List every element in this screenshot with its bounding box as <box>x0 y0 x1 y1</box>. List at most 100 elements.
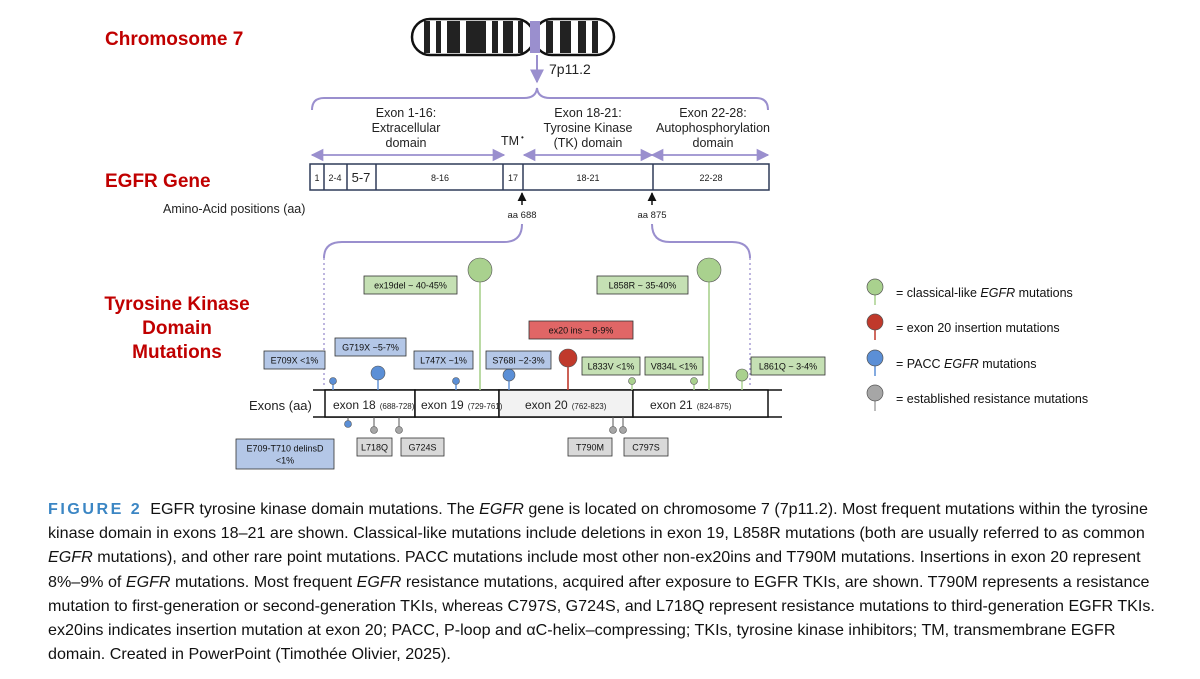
mutation-label-box <box>623 437 669 457</box>
mutation-above: V834L <1% <box>644 356 704 390</box>
domain-tk-l3: (TK) domain <box>554 136 623 150</box>
exon-21-range: (824-875) <box>697 402 732 411</box>
mutation-label-box <box>263 350 326 370</box>
mutation-label: G719X ~5-7% <box>342 343 399 353</box>
legend-label: = classical-like EGFR mutations <box>896 286 1073 300</box>
mutation-label-box <box>581 356 641 376</box>
upper-brace <box>311 87 769 111</box>
mutations-above: E709X <1% G719X ~5-7% L747X ~1% ex19del ~ 4… <box>263 257 826 390</box>
mutation-label: L747X ~1% <box>420 356 467 366</box>
svg-text:•: • <box>521 133 524 142</box>
mutation-above: L833V <1% <box>581 356 641 390</box>
legend-label: = established resistance mutations <box>896 392 1088 406</box>
mutation-lollipop <box>690 377 698 385</box>
svg-text:exon 18(688-728): exon 18(688-728) <box>333 398 415 412</box>
mutation-lollipop <box>344 420 352 428</box>
mutation-label-box <box>528 320 634 340</box>
mutation-label: C797S <box>632 443 660 453</box>
legend-item-resistance: = established resistance mutations <box>866 384 1088 411</box>
mutation-lollipop <box>370 365 386 381</box>
mutation-lollipop <box>329 377 337 385</box>
mutation-label: L718Q <box>361 443 388 453</box>
mutation-lollipop <box>735 368 749 382</box>
mutation-label-box <box>567 437 613 457</box>
svg-text:exon 19(729-761): exon 19(729-761) <box>421 398 503 412</box>
exon-labels: exon 18(688-728) exon 19(729-761) exon 2… <box>333 398 732 412</box>
domain-tk-l1: Exon 18-21: <box>554 106 621 120</box>
legend-swatch <box>866 384 884 402</box>
chromosome-ideogram <box>410 17 616 84</box>
domain-auto-l1: Exon 22-28: <box>679 106 746 120</box>
mutation-label-box <box>413 350 474 370</box>
chromosome-title: Chromosome 7 <box>105 29 243 50</box>
gene-segment-labels: 1 2-4 5-7 8-16 17 18-21 22-28 <box>314 170 722 185</box>
domain-labels: Exon 1-16: Extracellular domain TM Exon … <box>372 106 770 150</box>
mutation-lollipop <box>628 377 636 385</box>
mutation-below: E709-T710 delinsD <1% <box>235 417 352 470</box>
mutation-label-box <box>750 356 826 376</box>
mutation-label: T790M <box>576 443 604 453</box>
legend-item-pacc: = PACC EGFR mutations <box>866 349 1036 376</box>
domain-extracellular-l3: domain <box>386 136 427 150</box>
aa-688-label: aa 688 <box>507 210 536 221</box>
band-label: 7p11.2 <box>549 61 591 77</box>
gene-seg-22-28: 22-28 <box>699 173 722 183</box>
exon-19-name: exon 19 <box>421 398 464 412</box>
mutation-above: L858R ~ 35-40% <box>596 257 722 390</box>
mutation-lollipop <box>609 426 617 434</box>
mutation-lollipop <box>558 348 578 368</box>
exons-aa-label: Exons (aa) <box>249 398 312 413</box>
egfr-diagram: Chromosome 7 7p11.2 Exon 1-16: Extracell… <box>104 17 1088 470</box>
mutation-label: L858R ~ 35-40% <box>609 281 677 291</box>
mutation-label-box <box>400 437 445 457</box>
aa-positions-label: Amino-Acid positions (aa) <box>163 202 305 216</box>
mutation-label: ex20 ins ~ 8-9% <box>549 326 614 336</box>
mutation-above: G719X ~5-7% <box>334 337 407 390</box>
mutation-above: ex19del ~ 40-45% <box>363 257 493 390</box>
legend-swatch <box>866 313 884 331</box>
mutation-label-box <box>363 275 458 295</box>
gene-seg-8-16: 8-16 <box>431 173 449 183</box>
mutation-above: ex20 ins ~ 8-9% <box>528 320 634 390</box>
mutation-below: T790M <box>567 417 617 457</box>
svg-text:exon 21(824-875): exon 21(824-875) <box>650 398 732 412</box>
aa-875-label: aa 875 <box>637 210 666 221</box>
tk-domain-title: Tyrosine Kinase Domain Mutations <box>104 294 249 363</box>
mutation-label: ex19del ~ 40-45% <box>374 281 447 291</box>
mutation-above: L861Q ~ 3-4% <box>735 356 826 390</box>
mutation-lollipop <box>452 377 460 385</box>
mutation-label: <1% <box>276 456 294 466</box>
mutation-above: E709X <1% <box>263 350 337 390</box>
exon-20-range: (762-823) <box>572 402 607 411</box>
gene-seg-17: 17 <box>508 173 518 183</box>
exon-bar <box>324 389 769 418</box>
mutation-above: L747X ~1% <box>413 350 474 390</box>
mutation-label-box <box>596 275 689 295</box>
caption-body: EGFR tyrosine kinase domain mutations. T… <box>48 500 1155 664</box>
gene-bar <box>309 163 770 191</box>
mutation-above: S768I ~2-3% <box>485 350 552 390</box>
legend: = classical-like EGFR mutations = exon 20… <box>866 278 1088 411</box>
mutation-lollipop <box>370 426 378 434</box>
legend-label: = exon 20 insertion mutations <box>896 321 1060 335</box>
tk-title-line2: Domain <box>142 318 212 339</box>
mutation-label-box <box>235 438 335 470</box>
tk-title-line3: Mutations <box>132 342 222 363</box>
gene-seg-2-4: 2-4 <box>328 173 341 183</box>
mutation-below: C797S <box>619 417 669 457</box>
mutation-label: L861Q ~ 3-4% <box>759 362 817 372</box>
legend-label: = PACC EGFR mutations <box>896 357 1036 371</box>
mutation-label-box <box>334 337 407 357</box>
mutation-label: E709X <1% <box>271 356 319 366</box>
mutation-label: E709-T710 delinsD <box>246 444 324 454</box>
mutation-label-box <box>356 437 393 457</box>
legend-swatch <box>866 349 884 367</box>
domain-tm: TM <box>501 134 519 148</box>
zoom-brace <box>323 223 751 259</box>
figure-label: FIGURE 2 <box>48 500 143 518</box>
legend-item-ex20ins: = exon 20 insertion mutations <box>866 313 1060 340</box>
domain-auto-l2: Autophosphorylation <box>656 121 770 135</box>
exon-20-name: exon 20 <box>525 398 568 412</box>
